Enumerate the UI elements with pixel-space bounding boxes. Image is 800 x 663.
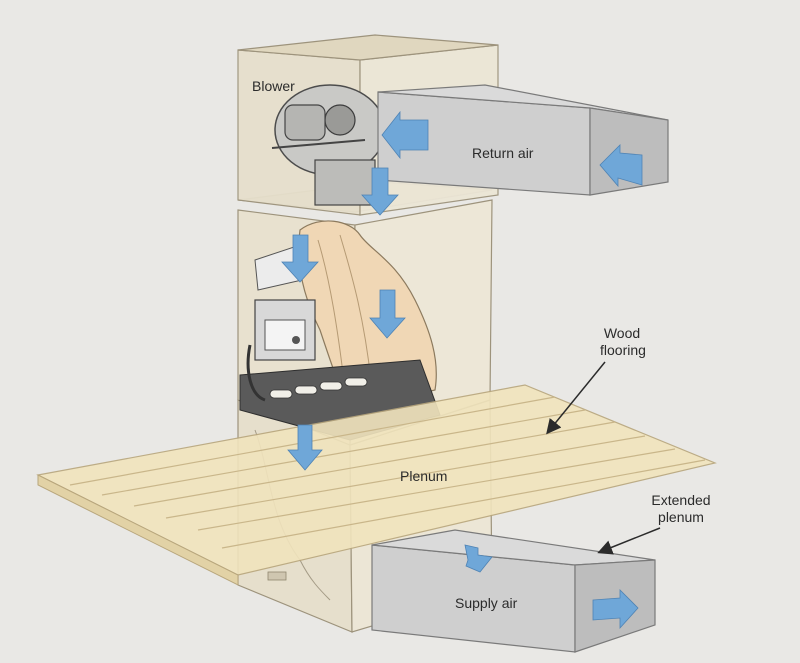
wood-flooring-label-line2: flooring: [600, 342, 646, 358]
airflow-arrow-icon: [592, 589, 639, 630]
extended-plenum-label-line1: Extended: [651, 492, 711, 508]
wood-flooring-label-line1: Wood: [603, 325, 641, 341]
wood-flooring: [36, 384, 717, 586]
plenum-label: Plenum: [400, 468, 448, 484]
return-air-label: Return air: [472, 145, 534, 161]
leader-arrow-icon: [546, 361, 606, 435]
airflow-arrow-icon: [381, 110, 429, 160]
return-air-duct: [377, 84, 669, 196]
supply-air-label: Supply air: [455, 595, 518, 611]
blower-label: Blower: [252, 78, 295, 94]
leader-arrow-icon: [597, 527, 661, 555]
airflow-arrows: [281, 110, 643, 630]
extended-plenum-label-line2: plenum: [658, 509, 704, 525]
airflow-arrow-icon: [361, 167, 399, 216]
airflow-arrow-icon: [464, 544, 493, 573]
extended-plenum-label: Extended plenum: [643, 492, 719, 526]
supply-air-duct: [371, 529, 656, 653]
airflow-arrow-icon: [287, 424, 323, 471]
airflow-arrow-icon: [369, 289, 406, 339]
wood-flooring-label: Wood flooring: [600, 325, 646, 359]
airflow-arrow-icon: [599, 144, 643, 188]
airflow-arrow-icon: [281, 234, 319, 283]
